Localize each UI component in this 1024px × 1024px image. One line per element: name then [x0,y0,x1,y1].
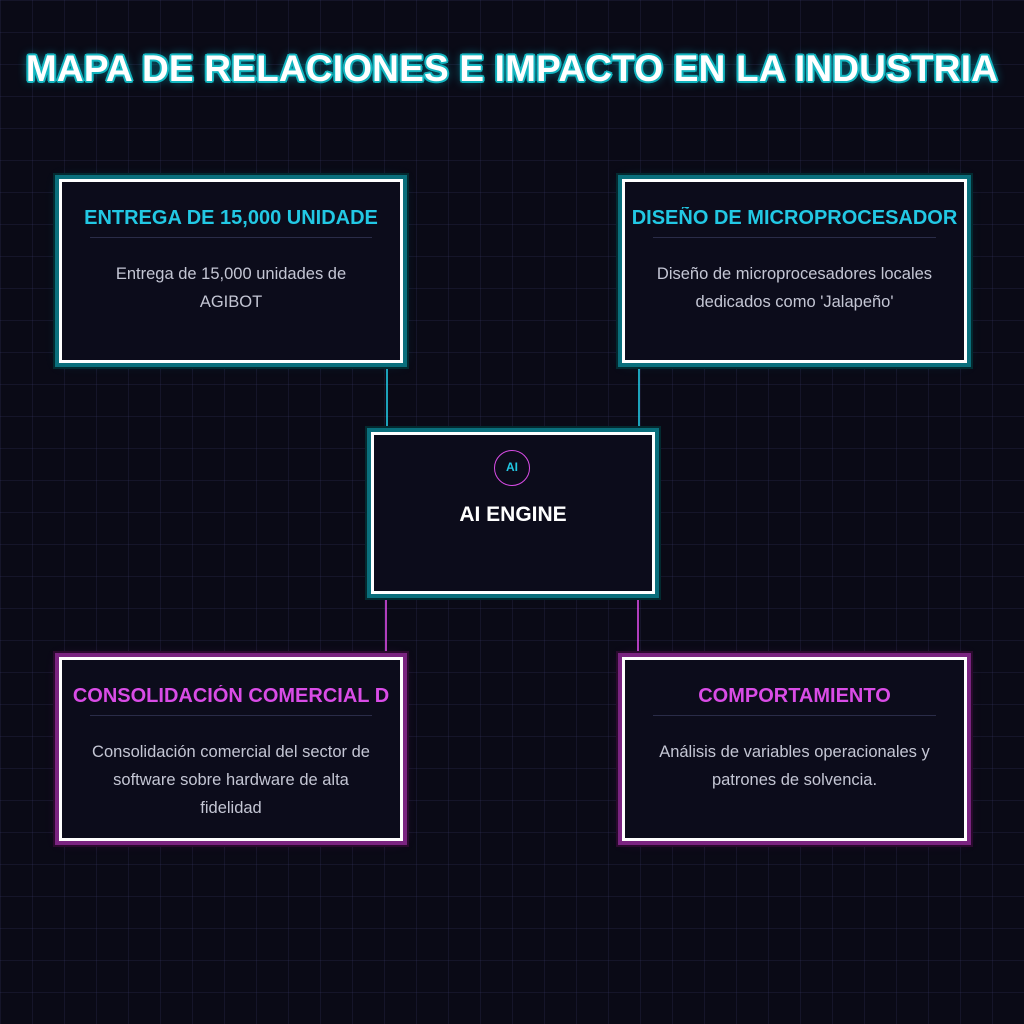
ai-badge-icon: AI [494,450,530,486]
node-title: COMPORTAMIENTO [698,685,891,707]
center-node-card: AI AI ENGINE [371,432,655,594]
node-description: Entrega de 15,000 unidades de AGIBOT [115,265,347,311]
node-description: Análisis de variables operacionales y pa… [659,743,930,789]
center-node-label: AI ENGINE [459,503,567,526]
node-title: DISEÑO DE MICROPROCESADOR [631,207,958,229]
diagram-title: MAPA DE RELACIONES E IMPACTO EN LA INDUS… [25,48,999,89]
node-card-top-right: DISEÑO DE MICROPROCESADOR Diseño de micr… [622,179,967,363]
node-divider [90,715,372,716]
node-divider [90,237,372,238]
node-card-bottom-left: CONSOLIDACIÓN COMERCIAL D Consolidación … [59,657,403,841]
node-title: CONSOLIDACIÓN COMERCIAL D [72,685,390,707]
node-card-top-left: ENTREGA DE 15,000 UNIDADE Entrega de 15,… [59,179,403,363]
node-description: Consolidación comercial del sector de so… [92,743,370,817]
node-card-bottom-right: COMPORTAMIENTO Análisis de variables ope… [622,657,967,841]
node-description: Diseño de microprocesadores locales dedi… [656,265,933,311]
node-divider [653,715,936,716]
node-title: ENTREGA DE 15,000 UNIDADE [84,207,378,229]
node-divider [653,237,936,238]
